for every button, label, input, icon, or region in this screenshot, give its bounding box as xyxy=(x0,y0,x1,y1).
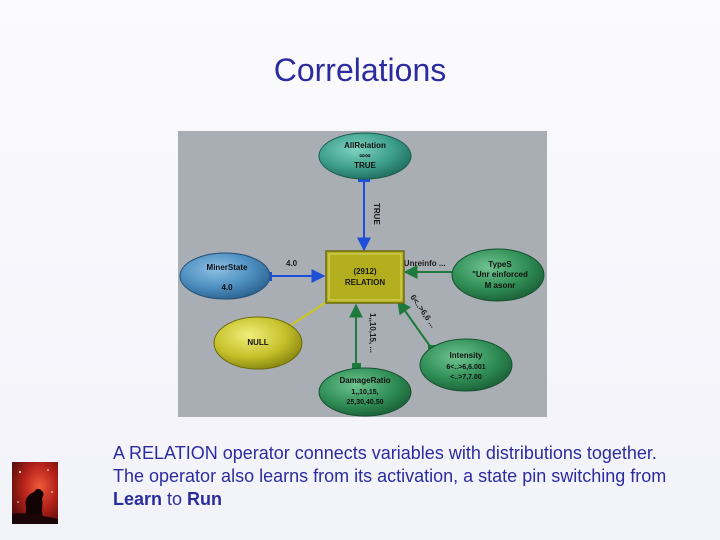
caption-text: A RELATION operator connects variables w… xyxy=(113,443,667,486)
relation-node: (2912) RELATION xyxy=(325,250,405,304)
slide-title: Correlations xyxy=(273,52,447,88)
damageratio-node: DamageRatio 1,,10,15, 25,30,40,50 xyxy=(318,367,412,417)
edge-label-types: "Unreinfo ... xyxy=(400,259,446,268)
types-node-line2: "Unr einforced xyxy=(472,270,528,279)
minerstate-node-value: 4.0 xyxy=(221,283,233,292)
allrelation-node-symbol: ∞∞ xyxy=(359,151,371,160)
types-node-title: TypeS xyxy=(488,260,512,269)
damageratio-node-title: DamageRatio xyxy=(339,376,390,385)
minerstate-node-title: MinerState xyxy=(207,263,248,272)
caption: A RELATION operator connects variables w… xyxy=(113,442,673,511)
types-node-line3: M asonr xyxy=(485,281,516,290)
relation-diagram: TRUE 4.0 "Unreinfo ... 6<..>6,6 ... 1,,1… xyxy=(178,131,547,417)
caption-run: Run xyxy=(187,489,223,509)
horsehead-nebula-icon xyxy=(12,462,58,524)
edge-damageratio-to-relation xyxy=(349,303,363,372)
allrelation-node-value: TRUE xyxy=(354,161,376,170)
edge-label-damageratio: 1,,10,15, ... xyxy=(368,313,377,353)
allrelation-node: AllRelation ∞∞ TRUE xyxy=(318,132,412,180)
damageratio-node-line3: 25,30,40,50 xyxy=(347,399,384,406)
edge-label-allrelation: TRUE xyxy=(372,203,381,225)
minerstate-node: MinerState 4.0 xyxy=(179,252,271,300)
relation-node-id: (2912) xyxy=(353,267,376,276)
caption-middle: to xyxy=(162,489,188,509)
intensity-node-title: Intensity xyxy=(450,351,483,360)
edge-null-to-relation xyxy=(287,300,329,328)
caption-learn: Learn xyxy=(113,489,163,509)
intensity-node-line2: 6<..>6,6.001 xyxy=(446,364,485,371)
intensity-node: Intensity 6<..>6,6.001 <..>7,7.00 xyxy=(419,338,513,392)
types-node: TypeS "Unr einforced M asonr xyxy=(451,248,545,302)
allrelation-node-title: AllRelation xyxy=(344,141,386,150)
intensity-node-line3: <..>7,7.00 xyxy=(450,374,482,381)
edge-label-minerstate: 4.0 xyxy=(286,259,298,268)
null-node: NULL xyxy=(213,316,303,370)
null-node-title: NULL xyxy=(247,338,268,347)
relation-node-label: RELATION xyxy=(345,278,386,287)
damageratio-node-line2: 1,,10,15, xyxy=(351,389,378,396)
